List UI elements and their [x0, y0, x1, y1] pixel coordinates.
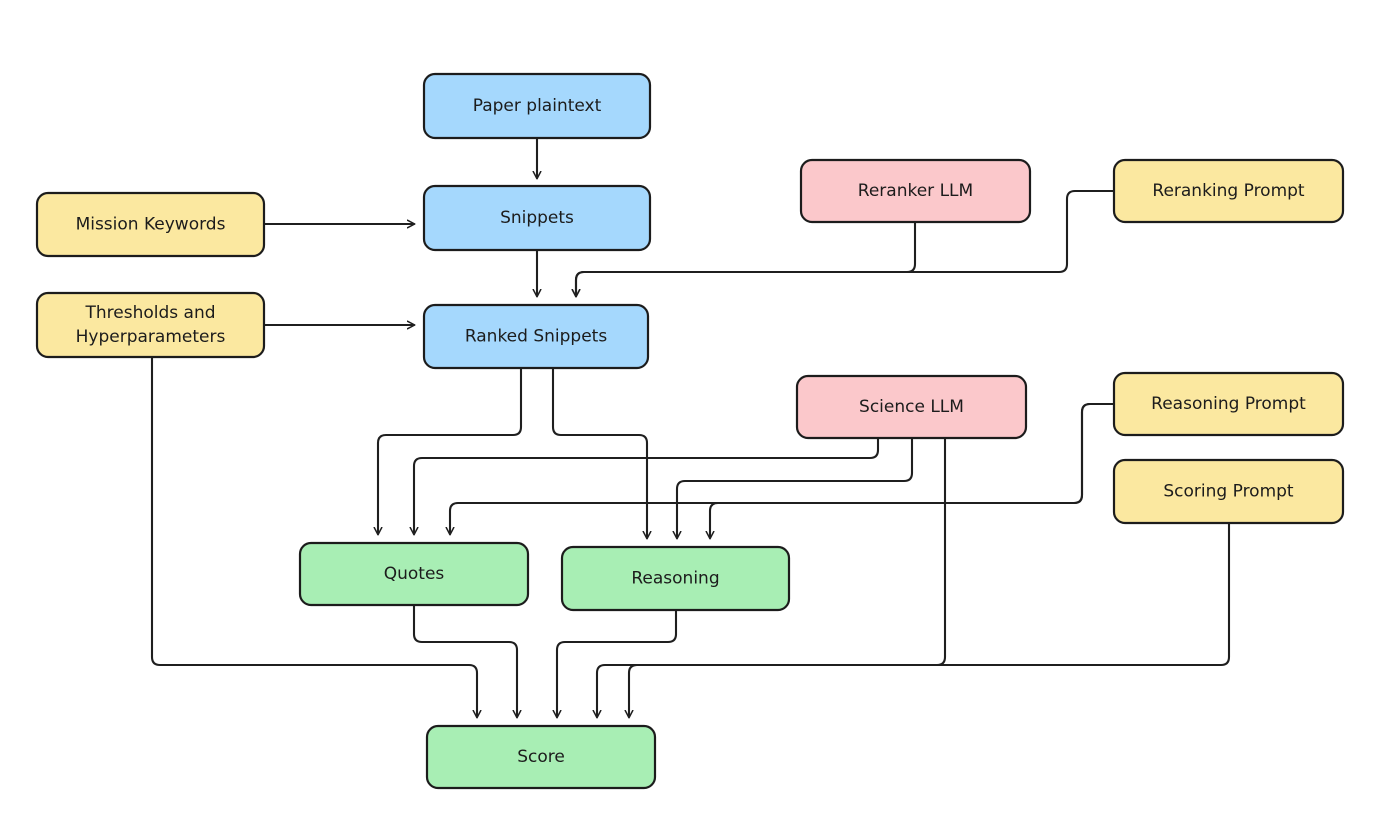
node-scoring_prompt[interactable]: Scoring Prompt — [1112, 458, 1345, 525]
node-shape-reasoning — [560, 545, 791, 612]
node-shape-reranker_llm — [799, 158, 1032, 224]
edge-line-e15 — [150, 355, 477, 717]
edge-line-e16 — [412, 603, 517, 717]
node-shape-thresholds — [35, 291, 266, 359]
node-reranking_prompt[interactable]: Reranking Prompt — [1112, 158, 1345, 224]
edge-line-e13 — [710, 402, 1116, 538]
node-reasoning[interactable]: Reasoning — [560, 545, 791, 612]
node-shape-science_llm — [795, 374, 1028, 440]
edge-line-e17 — [557, 608, 678, 717]
node-shape-snippets — [422, 184, 652, 252]
node-shape-ranked_snippets — [422, 303, 650, 370]
node-science_llm[interactable]: Science LLM — [795, 374, 1028, 440]
edge-line-e8 — [551, 366, 647, 538]
node-snippets[interactable]: Snippets — [422, 184, 652, 252]
node-quotes[interactable]: Quotes — [298, 541, 530, 607]
node-ranked_snippets[interactable]: Ranked Snippets — [422, 303, 650, 370]
node-shape-reasoning_prompt — [1112, 371, 1345, 437]
node-shape-scoring_prompt — [1112, 458, 1345, 525]
edge-line-e10 — [677, 436, 914, 538]
node-shape-paper_plaintext — [422, 72, 652, 140]
edge-thresholds-to-score — [152, 357, 477, 717]
node-shape-reranking_prompt — [1112, 158, 1345, 224]
edge-line-e14 — [629, 521, 1231, 717]
node-mission_keywords[interactable]: Mission Keywords — [35, 191, 266, 258]
edge-line-e5 — [576, 189, 1116, 296]
node-shape-quotes — [298, 541, 530, 607]
edges-layer — [150, 136, 1231, 717]
node-shape-score — [425, 724, 657, 790]
node-reranker_llm[interactable]: Reranker LLM — [799, 158, 1032, 224]
node-shape-mission_keywords — [35, 191, 266, 258]
node-reasoning_prompt[interactable]: Reasoning Prompt — [1112, 371, 1345, 437]
edge-line-e7 — [378, 366, 523, 534]
node-paper_plaintext[interactable]: Paper plaintext — [422, 72, 652, 140]
edge-line-e9 — [414, 436, 880, 534]
node-score[interactable]: Score — [425, 724, 657, 790]
